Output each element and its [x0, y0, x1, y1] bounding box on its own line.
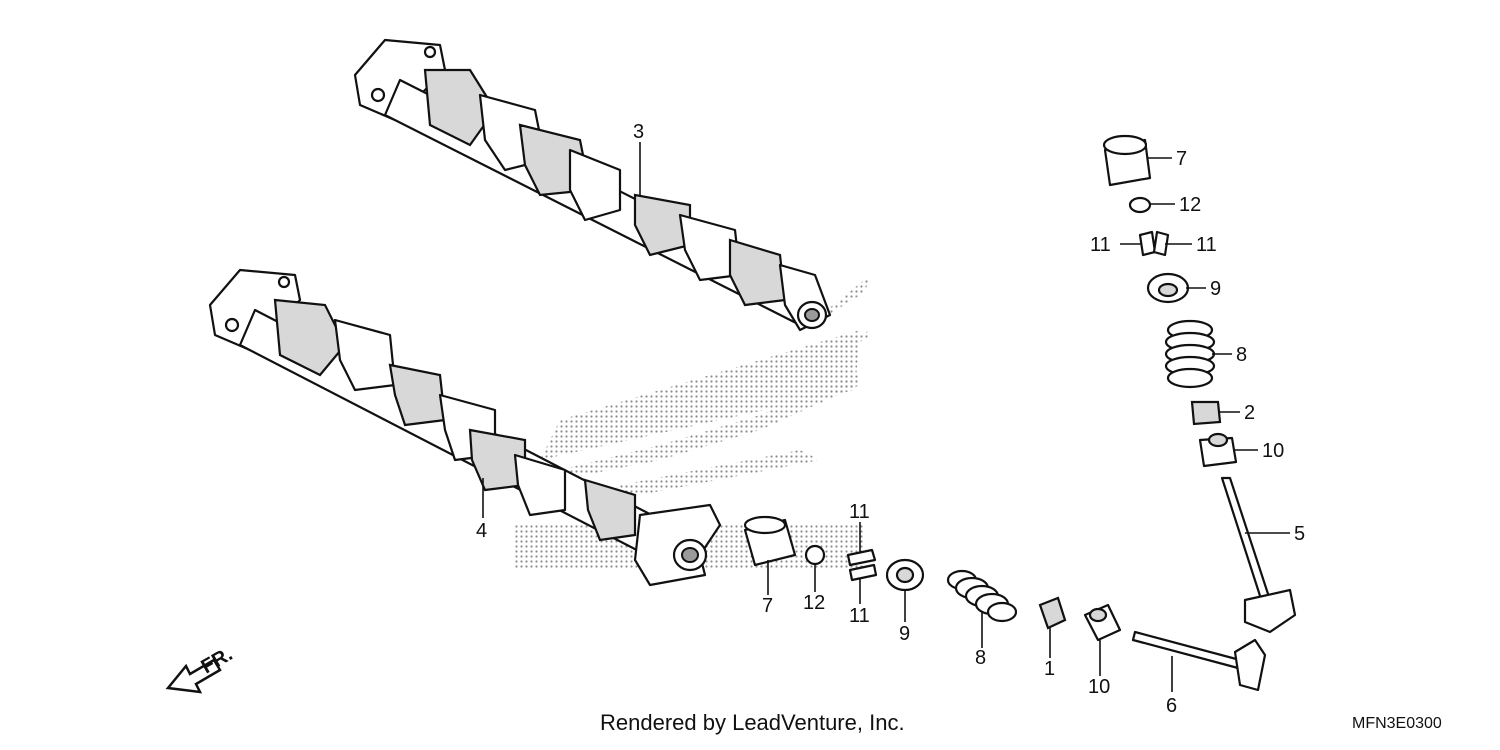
- callout-3: 3: [633, 121, 644, 143]
- exhaust-valve-6: [1131, 630, 1267, 692]
- callout-11-right-right: 11: [1196, 234, 1217, 256]
- credit-text: Rendered by LeadVenture, Inc.: [600, 710, 905, 735]
- shim-12-left: [804, 544, 826, 566]
- callout-5: 5: [1294, 523, 1305, 545]
- callout-8-right: 8: [1236, 344, 1247, 366]
- intake-valve-5: [1220, 476, 1297, 634]
- callout-11-left-bottom: 11: [849, 605, 870, 627]
- callout-12-right: 12: [1179, 194, 1201, 216]
- callout-6: 6: [1166, 695, 1177, 717]
- cotters-11-right: [1138, 230, 1170, 257]
- callout-9-right: 9: [1210, 278, 1221, 300]
- diagram-code: MFN3E0300: [1352, 715, 1442, 732]
- spring-retainer-9-left: [885, 558, 925, 592]
- callout-11-left-top: 11: [849, 501, 870, 523]
- callout-8-left: 8: [975, 647, 986, 669]
- front-arrow-icon: FR.: [165, 643, 236, 694]
- valve-spring-8-right: [1164, 319, 1216, 389]
- valve-assembly-right: [1102, 134, 1297, 634]
- callout-9-left: 9: [899, 623, 910, 645]
- spring-retainer-9-right: [1146, 272, 1190, 304]
- valve-lifter-7-right: [1102, 134, 1152, 187]
- callout-4: 4: [476, 520, 487, 542]
- shim-12-right: [1128, 196, 1152, 214]
- spring-seat-10-left: [1083, 603, 1122, 642]
- valve-lifter-7-left: [743, 515, 797, 567]
- intake-camshaft: [353, 38, 832, 332]
- callout-7-right: 7: [1176, 148, 1187, 170]
- callout-11-right-left: 11: [1090, 234, 1111, 256]
- valve-assembly-left: [743, 515, 1267, 692]
- leader-lines: [482, 142, 1290, 692]
- callout-1: 1: [1044, 658, 1055, 680]
- exhaust-camshaft: [208, 268, 722, 587]
- stem-seal-2: [1190, 400, 1222, 426]
- callout-2: 2: [1244, 402, 1255, 424]
- spring-seat-10-right: [1198, 432, 1238, 468]
- valve-spring-8-left: [946, 569, 1018, 623]
- callout-10-left: 10: [1088, 676, 1110, 698]
- callout-10-right: 10: [1262, 440, 1284, 462]
- callout-12-left: 12: [803, 592, 825, 614]
- callout-7-left: 7: [762, 595, 773, 617]
- cotters-11-left: [846, 548, 878, 582]
- stem-seal-1: [1038, 596, 1067, 630]
